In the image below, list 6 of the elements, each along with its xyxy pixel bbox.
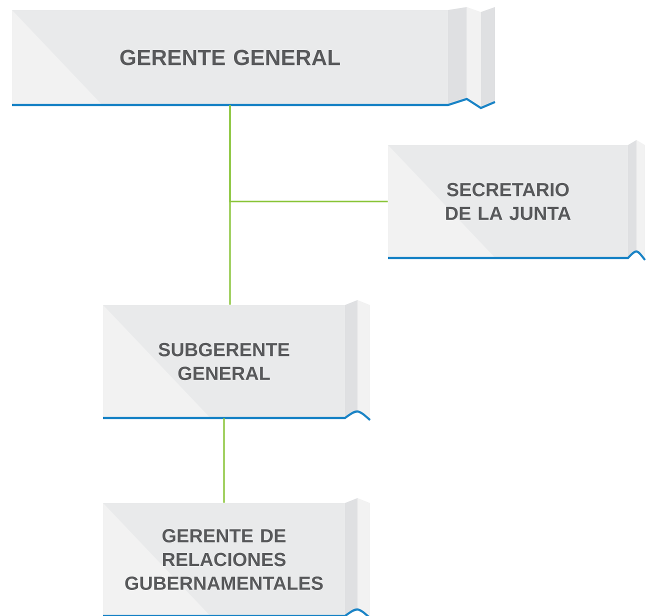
org-box: SECRETARIO DE LA JUNTA — [388, 140, 646, 261]
org-box: SUBGERENTE GENERAL — [103, 300, 371, 421]
org-box: GERENTE DE RELACIONES GUBERNAMENTALES — [103, 498, 371, 616]
connector-line — [223, 418, 225, 503]
org-box: GERENTE GENERAL — [12, 7, 496, 110]
connector-line — [229, 105, 388, 202]
